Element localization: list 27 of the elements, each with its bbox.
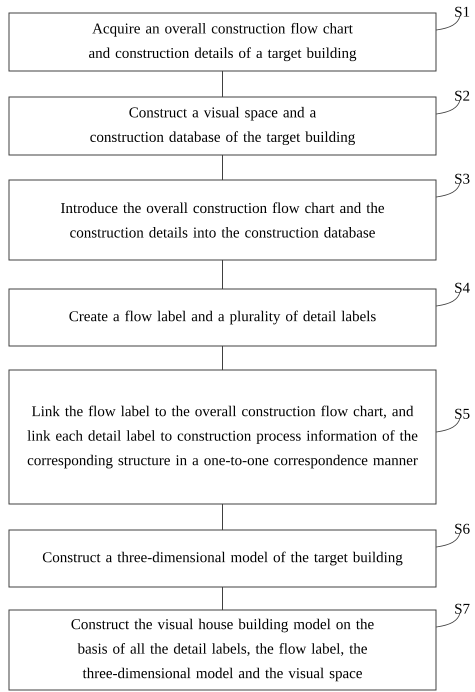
leader-line <box>436 612 460 628</box>
connector-line <box>222 346 223 370</box>
process-box: Link the flow label to the overall construction flow chart, and link each detail label to construction process information of the corresponding structure in a one-to-one correspondence manner <box>8 370 436 504</box>
leader-line <box>436 16 460 30</box>
process-box: Construct a visual space and a construction database of the target building <box>8 96 436 156</box>
step-label: S5 <box>455 408 470 419</box>
step-label: S7 <box>455 604 470 614</box>
connector-line <box>222 260 223 289</box>
leader-line <box>436 292 460 306</box>
connector-line <box>222 71 223 97</box>
process-box: Construct a three-dimensional model of the target building <box>8 530 436 588</box>
process-box: Introduce the overall construction flow chart and the construction details into the construction database <box>8 180 436 260</box>
step-label: S3 <box>455 174 470 184</box>
step-label: S1 <box>455 6 470 17</box>
step-label: S2 <box>455 90 470 101</box>
leader-line <box>436 418 460 432</box>
leader-line <box>436 100 460 114</box>
process-box: Construct the visual house building model on the basis of all the detail labels, the flow label, the three-dimensional model and the visual space <box>8 610 436 690</box>
step-label: S4 <box>455 282 470 293</box>
process-box: Create a flow label and a plurality of detail labels <box>8 288 436 346</box>
connector-line <box>222 155 223 180</box>
leader-line <box>436 182 460 198</box>
process-box: Acquire an overall construction flow chart and construction details of a target building <box>8 12 436 72</box>
connector-line <box>222 504 223 530</box>
connector-line <box>222 587 223 610</box>
leader-line <box>436 532 460 548</box>
step-label: S6 <box>455 524 470 534</box>
